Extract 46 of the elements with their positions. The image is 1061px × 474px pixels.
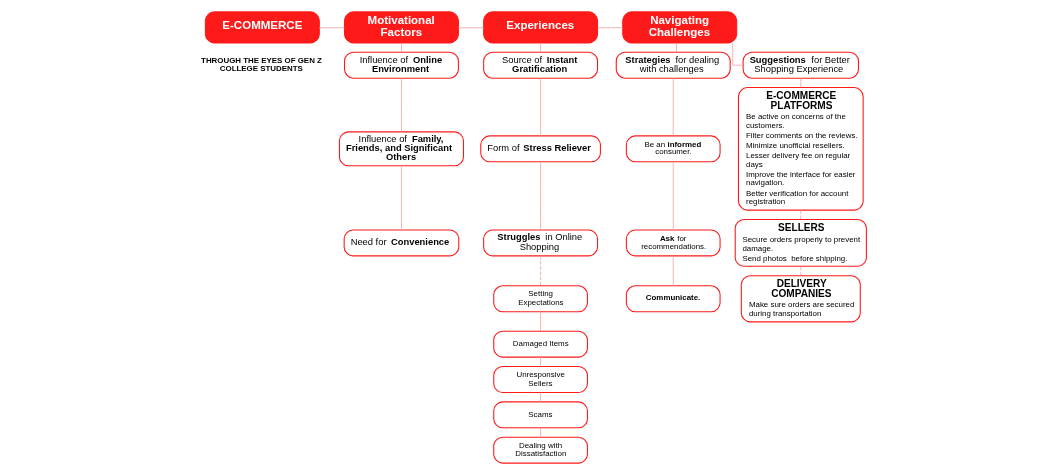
node-box: Motivational Factors (344, 10, 459, 43)
node-box: Communicate. (625, 284, 721, 312)
connector (597, 26, 623, 28)
connector (401, 42, 402, 52)
node-box: Ask for recommendations. (625, 228, 721, 256)
connector (800, 209, 802, 220)
connector (318, 26, 345, 28)
connector (540, 255, 541, 286)
connector (401, 77, 402, 132)
node-box: Dealing with Dissatisfaction (493, 436, 588, 464)
connector (672, 255, 674, 286)
node-box: Setting Expectations (493, 284, 588, 312)
connector (540, 42, 541, 52)
node-box: Source of Instant Gratification (483, 51, 599, 79)
connector (540, 161, 541, 230)
node-box: Influence of Family, Friends, and Significant Others (338, 130, 464, 166)
connector (540, 356, 541, 367)
connector (401, 164, 402, 230)
node-box: Scams (493, 400, 588, 428)
node-box: E-COMMERCE (204, 10, 320, 43)
node-box: Strategies for dealing with challenges (615, 51, 731, 79)
connector (672, 77, 674, 136)
node-box: SELLERS Secure orders properly to prevent damage. Send photos before shipping. (734, 218, 867, 267)
connector (800, 265, 802, 276)
node-box: Struggles in Online Shopping (483, 228, 599, 256)
node-box: Need for Convenience (343, 228, 460, 256)
node-box: Form of Stress Reliever (480, 134, 601, 162)
node-box: Experiences (483, 10, 599, 43)
node-box: Navigating Challenges (622, 10, 738, 43)
connector (540, 427, 541, 438)
connector (540, 77, 541, 136)
node-box: Influence of Online Environment (344, 51, 459, 79)
node-box: DELIVERY COMPANIES Make sure orders are secured during transportation (740, 274, 861, 322)
connector (800, 77, 802, 88)
connector (676, 42, 677, 52)
node-box: Unresponsive Sellers (493, 365, 588, 393)
connector (540, 310, 541, 331)
connector (458, 26, 484, 28)
node-box: Be an informed consumer. (625, 134, 721, 162)
node-box: Suggestions for Better Shopping Experience (742, 51, 859, 79)
node-box: E-COMMERCE PLATFORMS Be active on concerns of the customers. Filter comments on the reviews. Minimize unofficial resellers. Lesser delivery fee on regular days Improve the interface for easier navigation. Better verification for account registration (737, 86, 864, 211)
connector (672, 161, 674, 230)
connector (540, 391, 541, 402)
node-label: THROUGH THE EYES OF GEN Z COLLEGE STUDENTS (201, 55, 322, 73)
connector (732, 42, 744, 66)
node-box: Damaged Items (493, 330, 588, 358)
